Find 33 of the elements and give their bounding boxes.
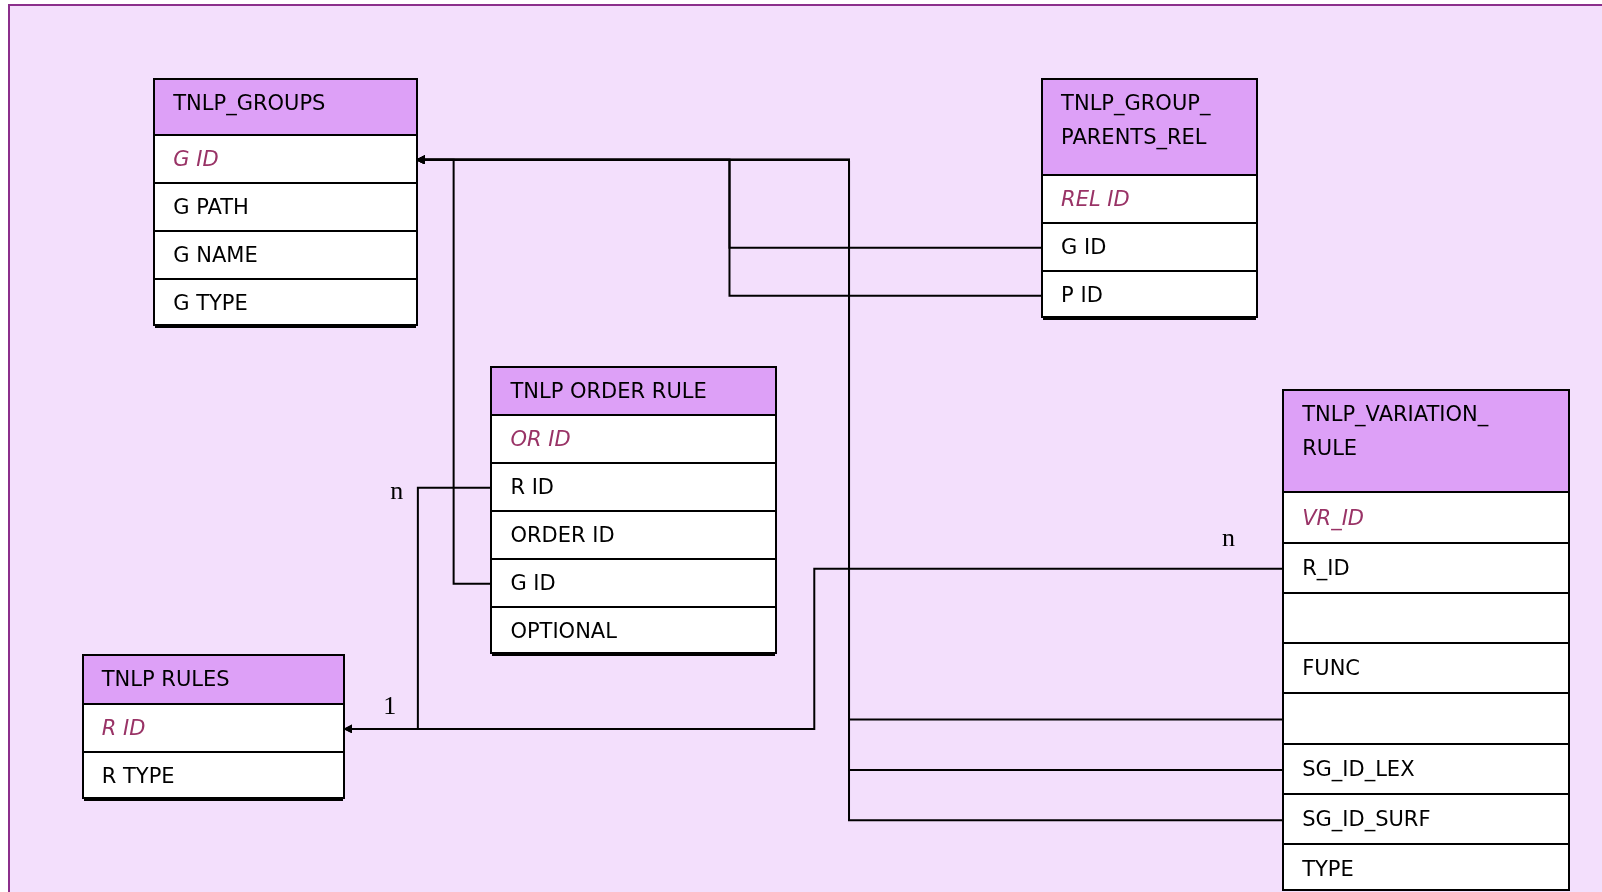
table-field: OPTIONAL: [492, 607, 776, 656]
cardinality-label: n: [1221, 525, 1235, 552]
cardinality-label: n: [390, 478, 404, 505]
table-field: TYPE: [1284, 845, 1569, 892]
table-header: TNLP_VARIATION_ RULE: [1284, 391, 1569, 494]
table-field: SG_ID_LEX: [1284, 744, 1569, 795]
entity-table: [153, 77, 418, 326]
table-field: R ID: [492, 463, 776, 512]
table-field: R TYPE: [83, 752, 344, 801]
table-field: ORDER ID: [492, 511, 776, 560]
table-field: G NAME: [155, 231, 416, 280]
table-field: G ID: [492, 559, 776, 608]
table-field: G TYPE: [155, 279, 416, 328]
table-header: TNLP ORDER RULE: [492, 367, 776, 416]
table-field: REL ID: [1043, 175, 1256, 224]
entity-table: [1041, 77, 1258, 318]
cardinality-label: 1: [383, 692, 397, 719]
table-field: VR_ID: [1284, 493, 1569, 544]
table-field: P ID: [1043, 271, 1256, 320]
table-field: R ID: [83, 704, 344, 753]
table-field: R_ID: [1284, 543, 1569, 594]
table-field: G PATH: [155, 183, 416, 232]
table-field: OR ID: [492, 415, 776, 464]
table-field: G ID: [155, 135, 416, 184]
entity-table: [1282, 389, 1571, 891]
entity-table: [81, 653, 346, 799]
entity-table: [490, 365, 778, 654]
table-field: FUNC: [1284, 644, 1569, 695]
table-field: G ID: [1043, 223, 1256, 272]
table-header: TNLP_GROUP_ PARENTS_REL: [1043, 79, 1256, 176]
table-field: SG_ID_SURF: [1284, 795, 1569, 846]
table-header: TNLP_GROUPS: [155, 79, 416, 136]
table-header: TNLP RULES: [83, 655, 344, 705]
